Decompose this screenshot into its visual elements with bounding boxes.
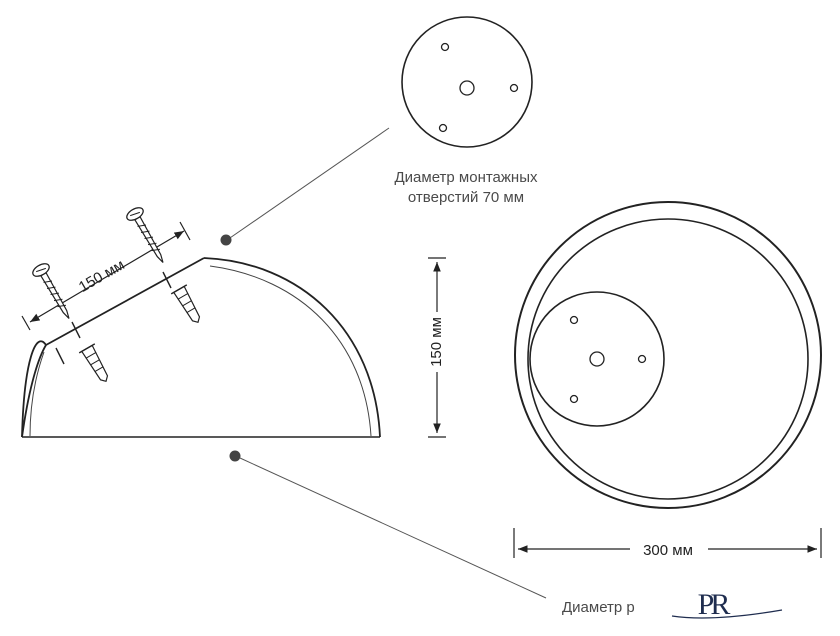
mounting-hole: [569, 394, 579, 404]
brand-logo-text: PR: [698, 588, 731, 621]
mounting-hole: [569, 315, 579, 325]
screw: [126, 207, 164, 263]
center-hole: [459, 80, 475, 96]
wall-plug: [170, 284, 201, 324]
leader-line-plate: [226, 127, 390, 241]
mounting-plate-view: [401, 16, 533, 148]
front-view: [514, 201, 822, 509]
dome-side-view: [21, 257, 381, 438]
center-hole: [589, 351, 605, 367]
mount-holes-label-line1: Диаметр монтажных: [395, 169, 538, 186]
height-label: 150 мм: [428, 317, 445, 367]
leader-dot-base: [229, 450, 241, 462]
mounting-hole: [438, 123, 448, 133]
mount-holes-label-line2: отверстий 70 мм: [408, 189, 524, 206]
leader-line-base: [239, 457, 547, 599]
height-dimension: 150 мм: [426, 257, 448, 438]
width-dimension: 300 мм: [513, 528, 822, 560]
wall-plug: [78, 343, 109, 383]
leader-dot-plate: [220, 234, 232, 246]
screw: [32, 263, 70, 319]
mounting-hole: [509, 83, 519, 93]
width-label: 300 мм: [643, 542, 693, 559]
screw-spacing-label: 150 мм: [76, 256, 128, 296]
brand-logo: PR: [652, 578, 792, 636]
mounting-hole: [637, 354, 647, 364]
mounting-hole: [440, 42, 450, 52]
diameter-label: Диаметр р: [562, 599, 635, 616]
